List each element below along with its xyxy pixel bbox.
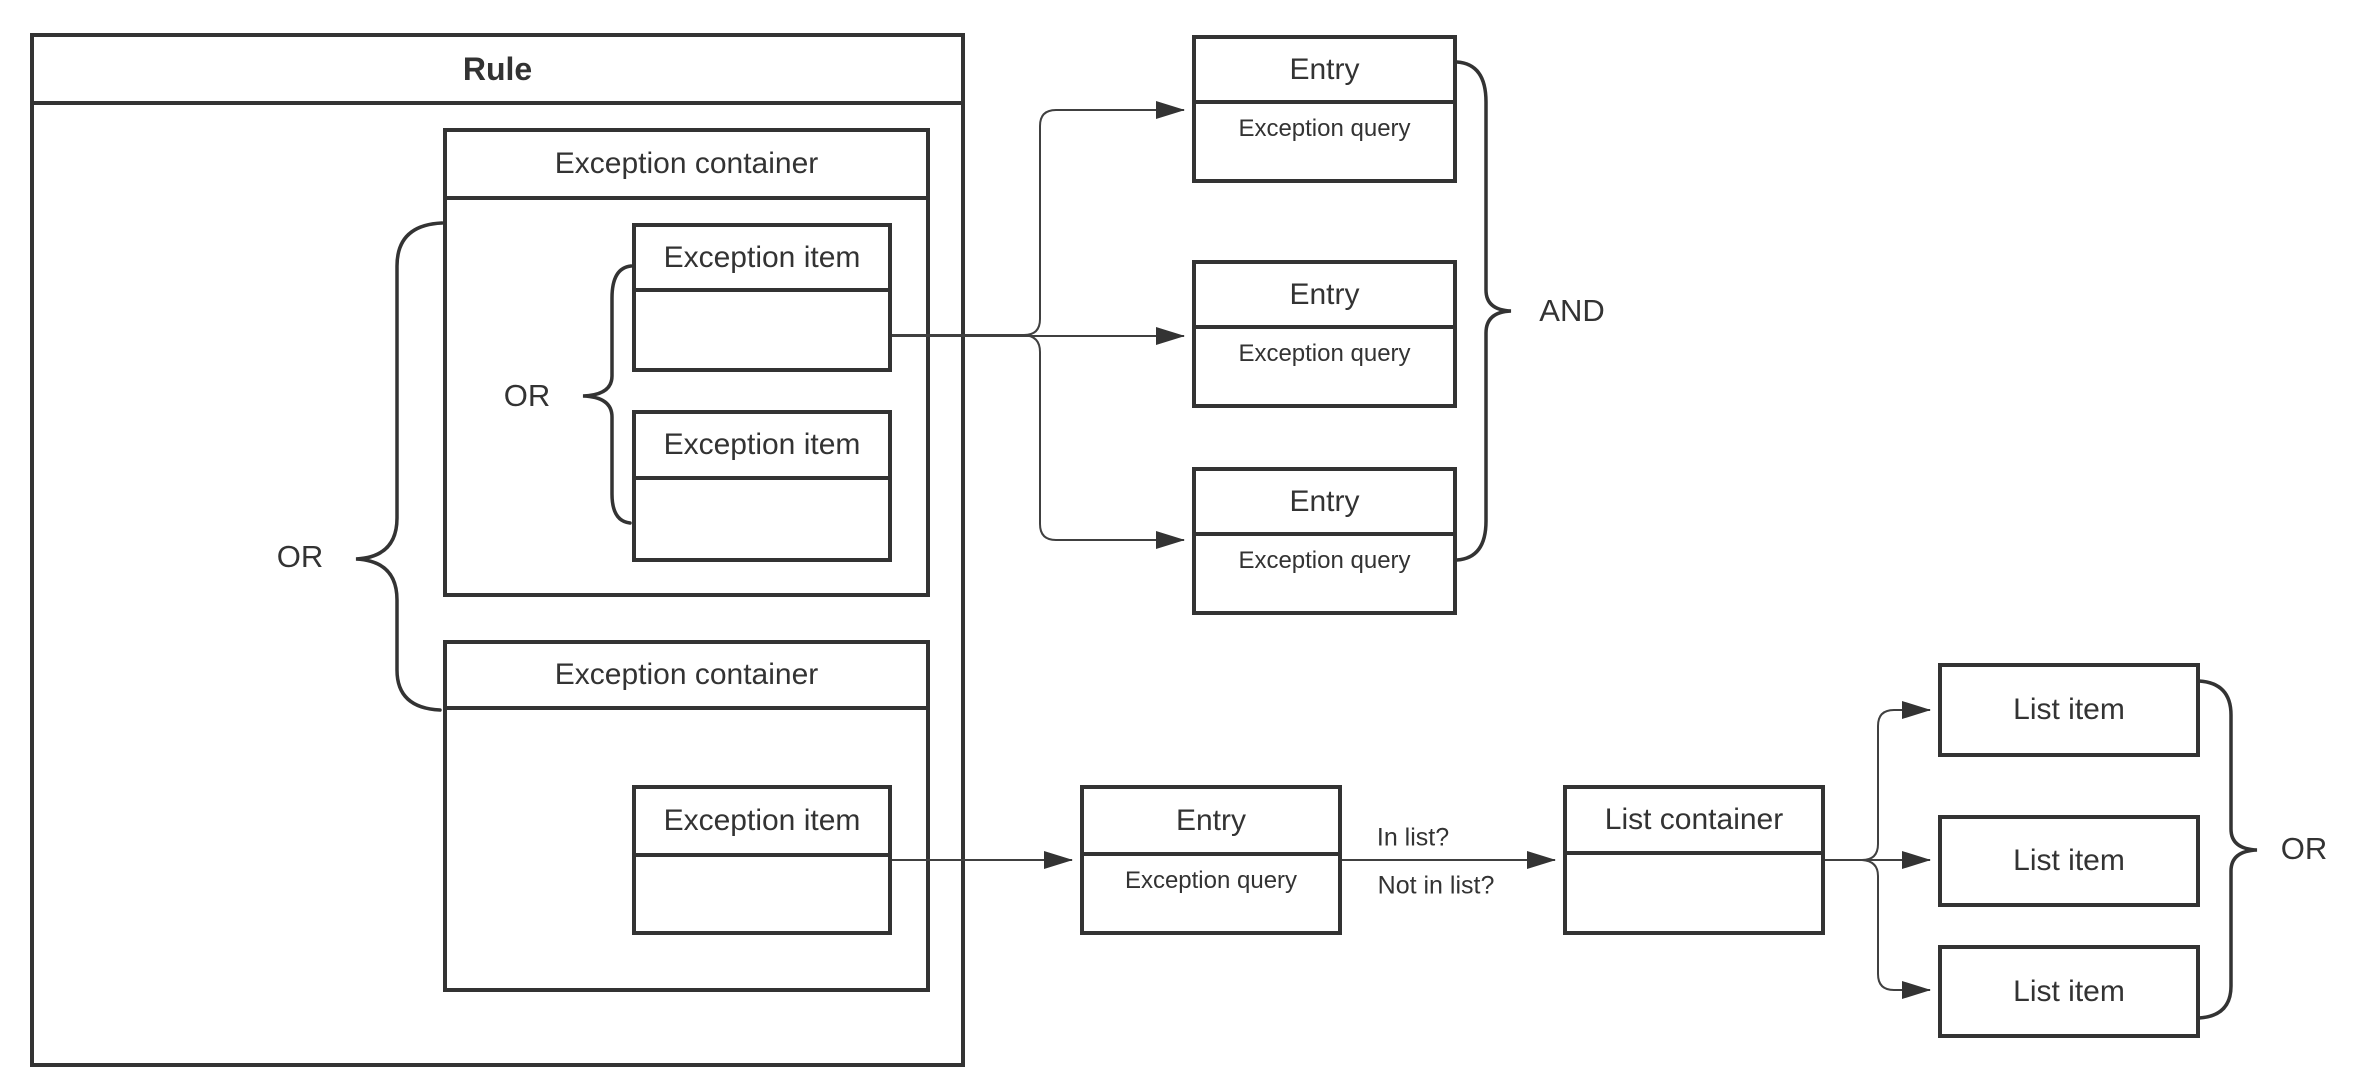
exception-container-1-title: Exception container (447, 132, 926, 200)
entry-4-query: Exception query (1124, 867, 1298, 894)
entry-4: Entry Exception query (1080, 785, 1342, 935)
entry-3: Entry Exception query (1192, 467, 1457, 615)
exception-item-3-title: Exception item (636, 789, 888, 857)
entry-1-query: Exception query (1238, 115, 1411, 142)
in-list-label: In list? (1376, 823, 1450, 852)
entry-3-query: Exception query (1238, 547, 1411, 574)
or-label-inner: OR (503, 378, 551, 413)
arrow-listcontainer-item3 (1861, 859, 1931, 999)
list-item-2: List item (1938, 815, 2200, 907)
entry-1-title: Entry (1196, 39, 1453, 104)
list-item-3: List item (1938, 945, 2200, 1038)
entry-3-title: Entry (1196, 471, 1453, 536)
exception-item-1-title: Exception item (636, 227, 888, 292)
exception-container-2-title: Exception container (447, 644, 926, 710)
or-label-outer: OR (276, 539, 324, 574)
arrow-item1-entry3 (1023, 334, 1185, 549)
exception-item-2: Exception item (632, 410, 892, 562)
list-item-3-label: List item (2013, 974, 2125, 1008)
not-in-list-label: Not in list? (1377, 871, 1495, 900)
list-item-2-label: List item (2013, 844, 2125, 877)
list-item-1: List item (1938, 663, 2200, 757)
entry-1: Entry Exception query (1192, 35, 1457, 183)
list-item-1-label: List item (2013, 693, 2125, 726)
exception-item-2-title: Exception item (636, 414, 888, 480)
exception-item-3: Exception item (632, 785, 892, 935)
entry-2-title: Entry (1196, 264, 1453, 329)
entry-2-query: Exception query (1238, 340, 1411, 367)
brace-or-list (2197, 679, 2258, 1020)
arrow-listcontainer-item1 (1825, 701, 1931, 861)
and-label: AND (1539, 293, 1605, 328)
entry-4-title: Entry (1084, 789, 1338, 856)
entry-2: Entry Exception query (1192, 260, 1457, 408)
brace-and (1455, 60, 1512, 562)
list-container: List container (1563, 785, 1825, 935)
list-container-title: List container (1567, 789, 1821, 855)
or-label-list: OR (2280, 831, 2328, 866)
rule-title: Rule (34, 37, 961, 105)
exception-item-1: Exception item (632, 223, 892, 372)
